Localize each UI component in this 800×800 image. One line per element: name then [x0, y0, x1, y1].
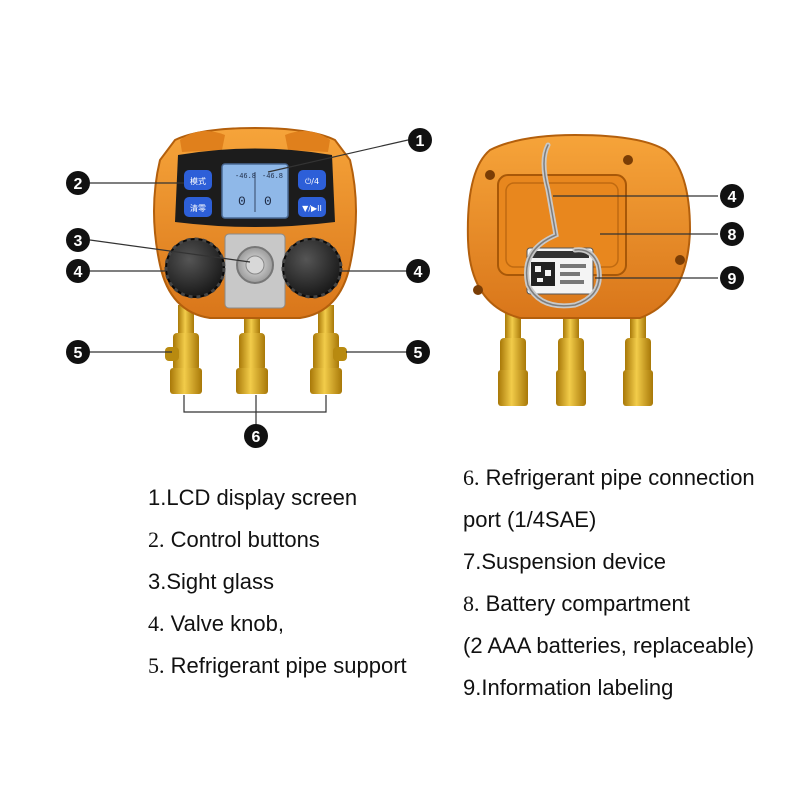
mode-button[interactable] [184, 170, 212, 190]
product-diagram: -46.8 -46.8 0 0 模式 清零 ⏻/4 ▼/▶II [66, 126, 744, 448]
legend-text: Suspension device [481, 549, 667, 574]
legend-item-9: 9.Information labeling [463, 677, 673, 699]
select-button[interactable] [298, 197, 326, 217]
svg-text:4: 4 [414, 264, 423, 281]
legend-item-6: 6. Refrigerant pipe connection [463, 467, 755, 489]
svg-text:5: 5 [74, 345, 83, 362]
lcd-row2-right: 0 [264, 194, 272, 209]
legend-text: LCD display screen [166, 485, 358, 510]
svg-text:8: 8 [728, 227, 737, 244]
legend-item-6-cont: port (1/4SAE) [463, 509, 596, 531]
mode-button-label: 模式 [190, 176, 206, 186]
legend-text: Refrigerant pipe support [164, 653, 407, 678]
legend-text: Information labeling [481, 675, 674, 700]
lcd-row2-left: 0 [238, 194, 246, 209]
svg-text:2: 2 [74, 176, 83, 193]
legend-text: (2 AAA batteries, replaceable) [463, 633, 755, 658]
zero-button-label: 清零 [190, 203, 206, 213]
back-manifold [466, 133, 692, 406]
svg-text:5: 5 [414, 345, 423, 362]
power-button-label: ⏻/4 [305, 177, 319, 186]
svg-text:4: 4 [728, 189, 737, 206]
legend-number: 8. [463, 591, 480, 616]
callout-2: 2 [66, 171, 90, 195]
legend-number: 2. [148, 527, 165, 552]
callout-5-right: 5 [406, 340, 430, 364]
legend-number: 4. [148, 611, 165, 636]
front-manifold: -46.8 -46.8 0 0 模式 清零 ⏻/4 ▼/▶II [153, 126, 357, 394]
legend-item-8: 8. Battery compartment [463, 593, 690, 615]
legend-text: Battery compartment [479, 591, 690, 616]
legend-item-4: 4. Valve knob, [148, 613, 284, 635]
front-brass-fittings [165, 305, 347, 394]
lcd-row1-left: -46.8 [235, 173, 256, 181]
callout-3: 3 [66, 228, 90, 252]
callout-lines [89, 139, 718, 430]
legend-item-2: 2. Control buttons [148, 529, 320, 551]
svg-text:4: 4 [74, 264, 83, 281]
svg-text:3: 3 [74, 233, 83, 250]
callout-back-8: 8 [720, 222, 744, 246]
callout-back-9: 9 [720, 266, 744, 290]
legend-item-8-cont: (2 AAA batteries, replaceable) [463, 635, 754, 657]
legend-number: 1. [148, 485, 167, 510]
legend-number: 5. [148, 653, 165, 678]
svg-text:6: 6 [252, 429, 261, 446]
back-brass-fittings [498, 312, 653, 406]
svg-text:1: 1 [416, 133, 425, 150]
legend-item-7: 7.Suspension device [463, 551, 666, 573]
callout-4-left: 4 [66, 259, 90, 283]
legend-item-3: 3.Sight glass [148, 571, 274, 593]
legend-text: Refrigerant pipe connection [479, 465, 755, 490]
select-button-label: ▼/▶II [302, 204, 322, 213]
callout-4-right: 4 [406, 259, 430, 283]
callout-6: 6 [244, 424, 268, 448]
legend-number: 6. [463, 465, 480, 490]
power-button[interactable] [298, 170, 326, 190]
callout-back-4: 4 [720, 184, 744, 208]
zero-button[interactable] [184, 197, 212, 217]
legend-number: 3. [148, 569, 167, 594]
legend-item-1: 1.LCD display screen [148, 487, 357, 509]
legend-text: port (1/4SAE) [463, 507, 597, 532]
legend-number: 9. [463, 675, 482, 700]
legend-text: Sight glass [166, 569, 274, 594]
callout-1: 1 [408, 128, 432, 152]
callout-5-left: 5 [66, 340, 90, 364]
lcd-row1-right: -46.8 [262, 173, 283, 181]
legend-text: Valve knob, [164, 611, 284, 636]
legend-number: 7. [463, 549, 482, 574]
svg-text:9: 9 [728, 271, 737, 288]
legend-item-5: 5. Refrigerant pipe support [148, 655, 407, 677]
legend-text: Control buttons [164, 527, 320, 552]
